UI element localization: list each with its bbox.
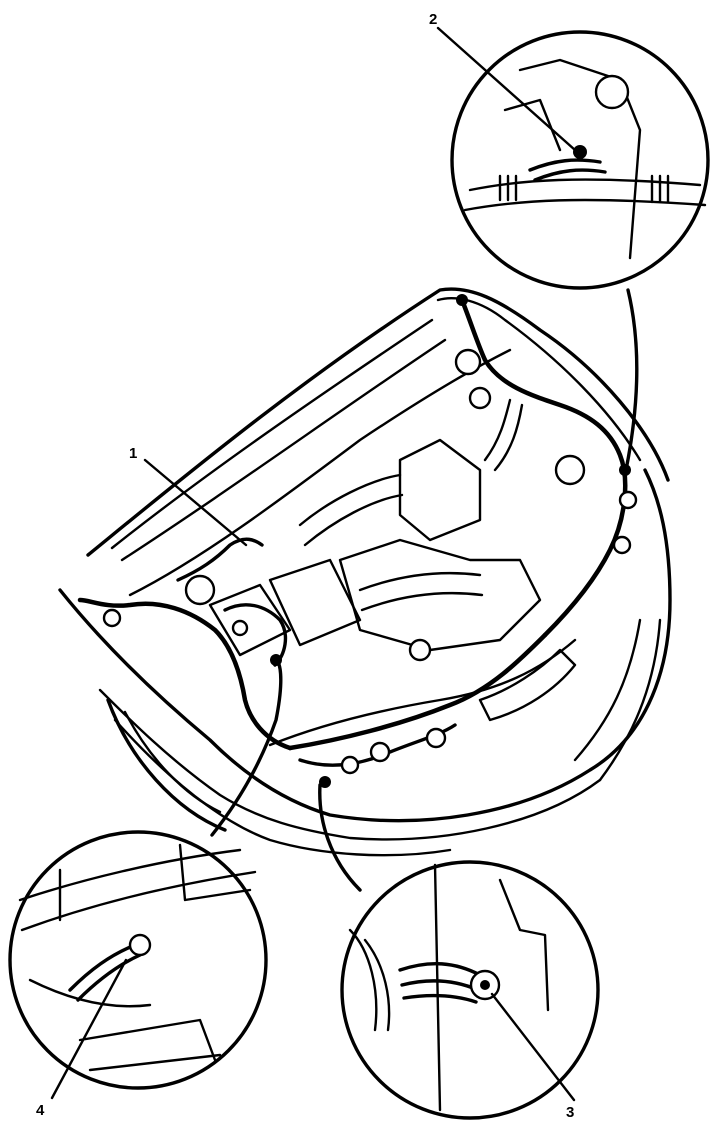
wheel-arch: [106, 698, 227, 832]
detail-view-3: 3: [318, 783, 600, 1121]
connector-front-c: [425, 727, 447, 749]
ground-point-front: [319, 776, 331, 788]
detail-4-leader: [210, 660, 283, 837]
callout-2-leader: [436, 26, 577, 152]
wheel-arch-inner: [123, 710, 222, 814]
detail-4-harness: [68, 943, 142, 1002]
detail-3-frame: [340, 860, 600, 1120]
callout-2-label: 2: [429, 11, 437, 28]
detail-2-hose-bands: [498, 174, 670, 204]
bumper-lower: [113, 718, 452, 857]
detail-3-stud: [480, 980, 490, 990]
left-fender: [58, 468, 672, 823]
detail-4-connector: [128, 933, 152, 957]
detail-view-4: 4: [8, 660, 283, 1119]
intake-hose: [483, 398, 524, 472]
hood-outline: [86, 287, 670, 557]
battery: [268, 558, 362, 647]
engine-bay-view: [58, 287, 672, 857]
cowl-panel: [128, 348, 512, 597]
harness-main-run: [459, 297, 628, 638]
detail-3-harness: [398, 961, 482, 1004]
detail-2-leader: [624, 288, 639, 472]
harness-left-run: [77, 597, 293, 751]
detail-4-frame: [8, 830, 268, 1090]
detail-4-lower-panel: [28, 978, 222, 1072]
callout-1-leader: [143, 458, 248, 547]
coolant-reservoir: [184, 574, 216, 606]
callout-3-label: 3: [566, 1104, 574, 1121]
detail-3-side-panel: [348, 928, 391, 1032]
connector-fuse-box: [231, 619, 249, 637]
detail-2-connector: [573, 145, 587, 159]
brake-booster: [468, 386, 492, 410]
strut-tower-top: [454, 348, 482, 376]
connector-cowl: [456, 294, 468, 306]
hood-inner-edge: [110, 318, 447, 562]
harness-branch-center: [223, 603, 288, 667]
detail-2-harness: [528, 158, 607, 182]
detail-view-2: 2: [429, 11, 710, 472]
air-cleaner-box: [398, 438, 482, 542]
oil-cap: [408, 638, 432, 662]
harness-branch-upper: [176, 537, 264, 582]
callout-4-leader: [50, 958, 128, 1100]
valve-cover: [358, 571, 484, 612]
detail-4-panel-edge: [18, 848, 257, 932]
connector-front-b: [340, 755, 360, 775]
detail-2-cap: [594, 74, 630, 110]
engine-block: [338, 538, 542, 652]
callout-1-label: 1: [129, 445, 137, 462]
fuse-box: [208, 583, 292, 657]
connector-right-a: [618, 490, 638, 510]
callout-4-label: 4: [36, 1102, 45, 1119]
callout-3-leader: [490, 992, 576, 1102]
detail-2-frame: [450, 30, 710, 290]
front-bumper: [98, 688, 602, 841]
right-body-edge: [573, 618, 662, 782]
detail-3-leader: [318, 783, 362, 892]
harness-front-run: [287, 632, 548, 751]
connector-left-fender: [102, 608, 122, 628]
headlamp-right: [478, 648, 577, 722]
radiator-support: [268, 638, 577, 747]
intake-duct: [298, 473, 404, 547]
detail-4-frame-rail: [58, 843, 252, 922]
connector-front-a: [369, 741, 391, 763]
callout-1: 1: [129, 445, 248, 547]
detail-3-bracket: [433, 863, 550, 1112]
connector-right-b: [612, 535, 632, 555]
fluid-reservoir-cap: [554, 454, 586, 486]
